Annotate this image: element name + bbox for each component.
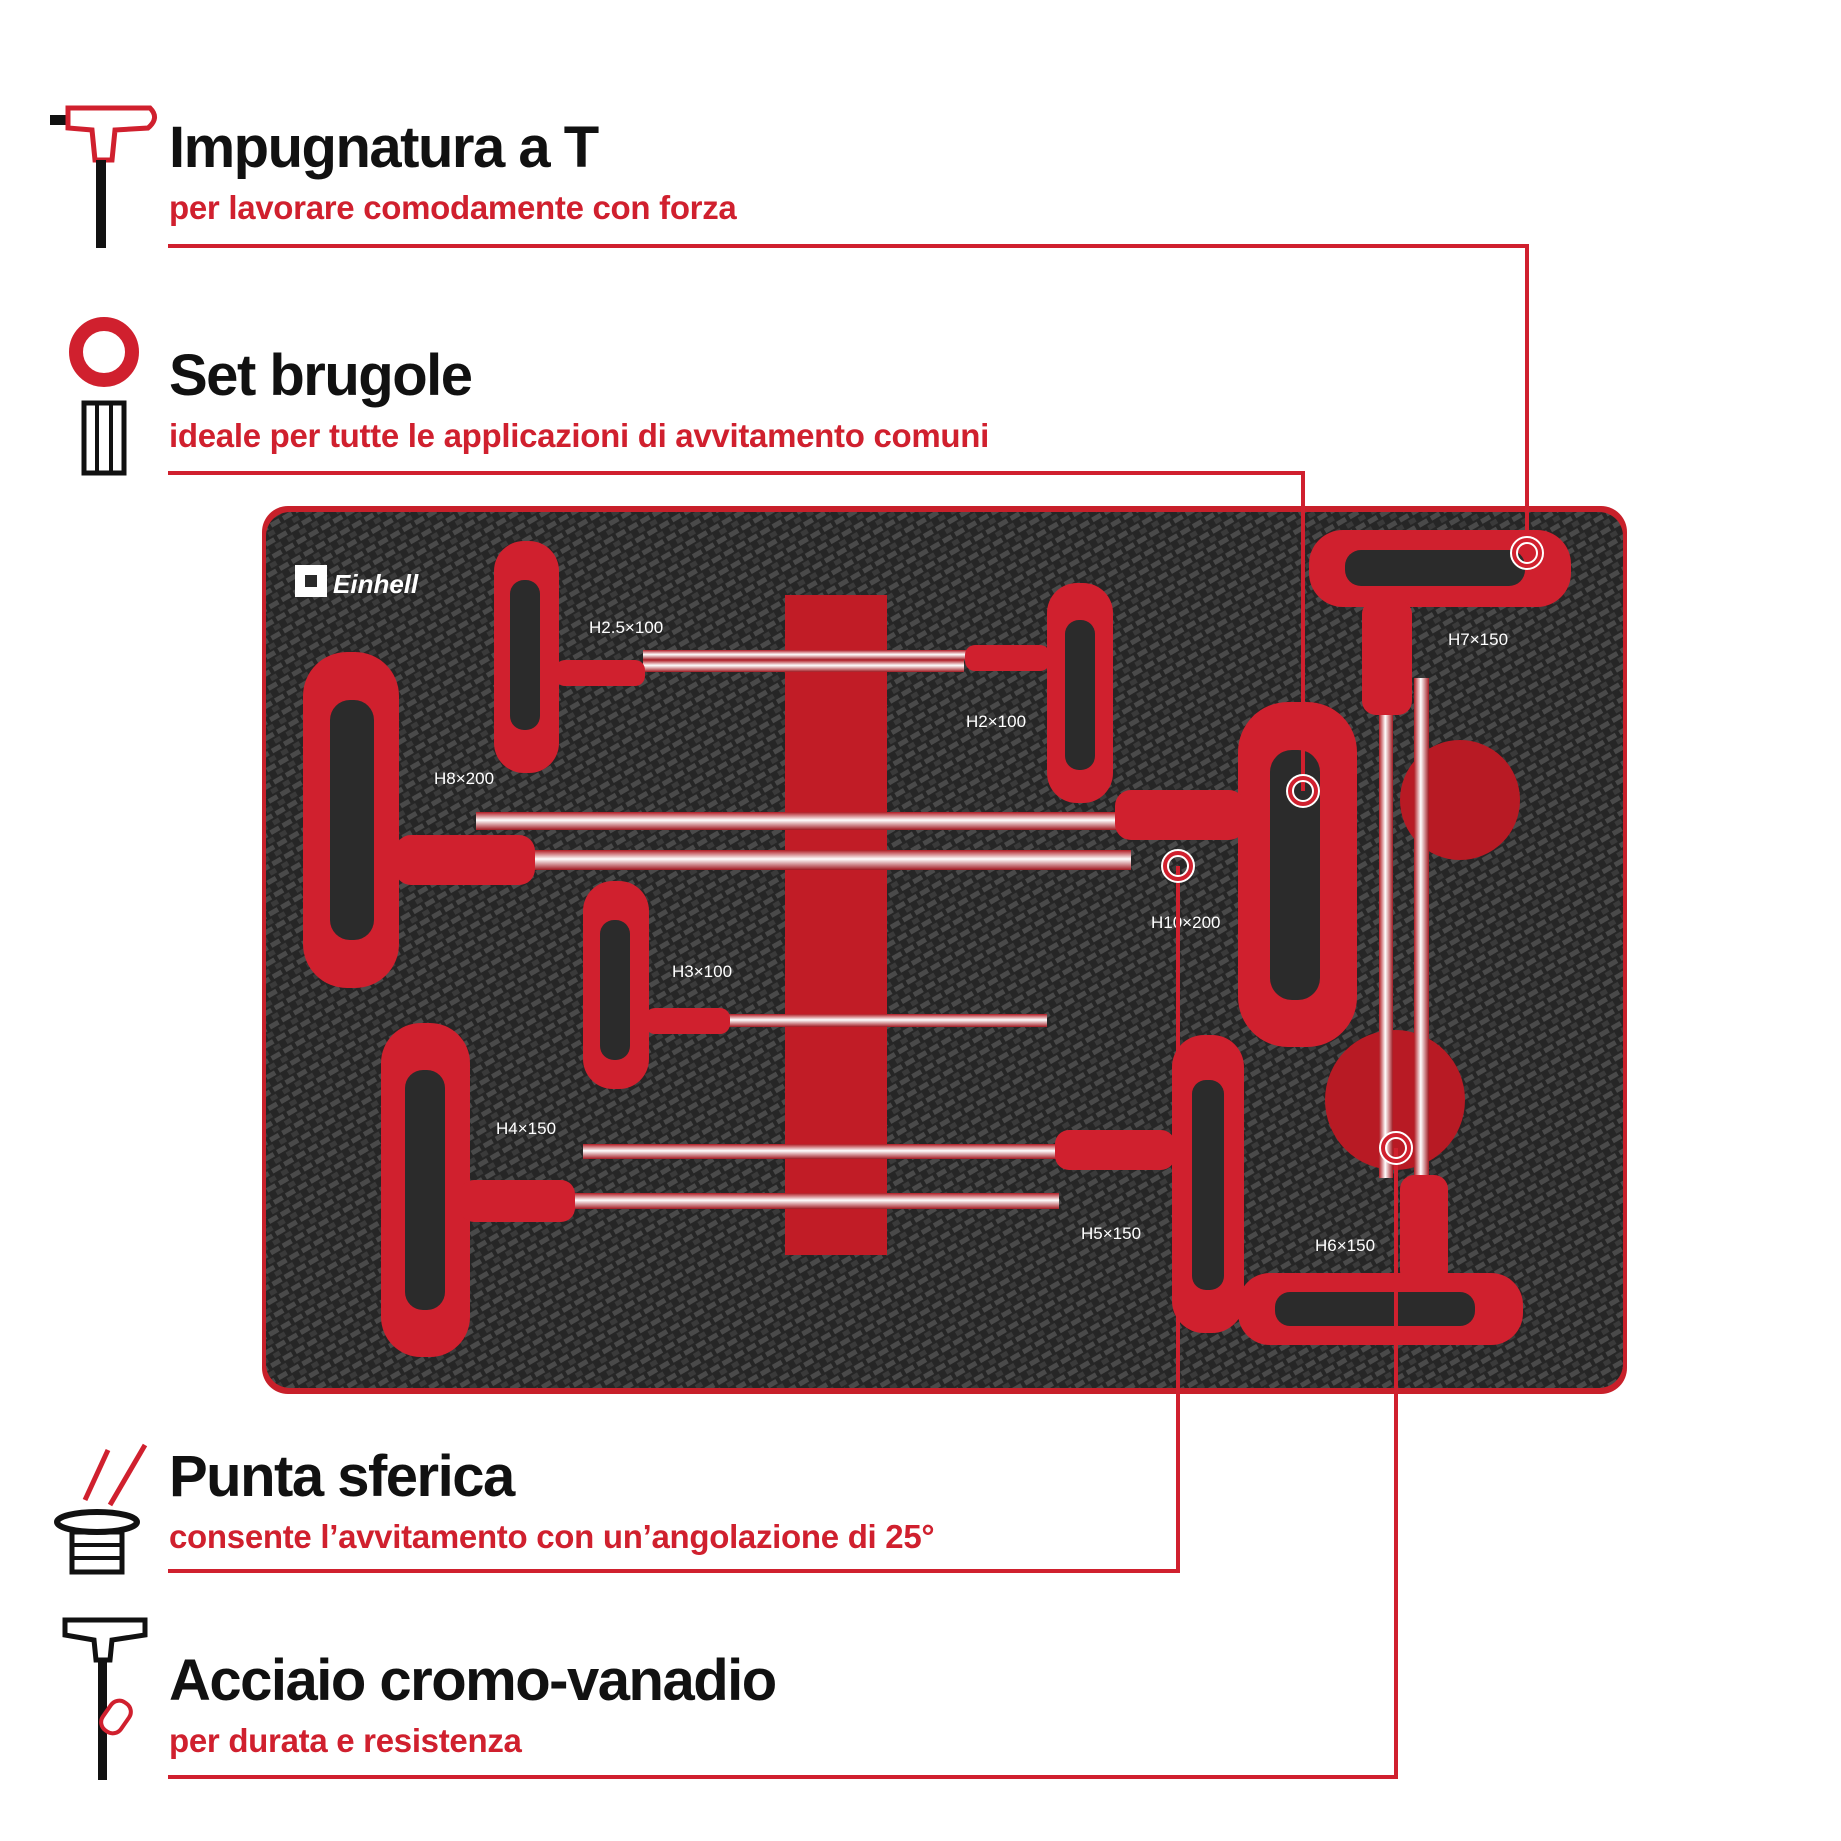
feature-subtitle: ideale per tutte le applicazioni di avvi… (169, 417, 989, 454)
shafts (476, 595, 1429, 1209)
feature-title: Acciaio cromo-vanadio (169, 1648, 777, 1713)
feature-title: Impugnatura a T (169, 115, 599, 180)
feature-t-handle: Impugnatura a T per lavorare comodamente… (169, 115, 737, 226)
tool-label: H7×150 (1448, 630, 1508, 649)
feature-ball-end: Punta sferica consente l’avvitamento con… (169, 1444, 935, 1555)
tool-size-labels: H2.5×100 H2×100 H8×200 H10×200 H3×100 H4… (434, 618, 1508, 1255)
tool-label: H2×100 (966, 712, 1026, 731)
feature-chrome-vanadium: Acciaio cromo-vanadio per durata e resis… (169, 1648, 777, 1759)
svg-text:Einhell: Einhell (333, 569, 419, 599)
t-handle-icon (50, 105, 157, 248)
tool-label: H2.5×100 (589, 618, 663, 637)
hex-key-set-icon (69, 317, 139, 476)
tool-label: H4×150 (496, 1119, 556, 1138)
tool-label: H3×100 (672, 962, 732, 981)
t-handles (303, 530, 1571, 1357)
feature-title: Punta sferica (169, 1444, 515, 1509)
callout-lines (168, 244, 1544, 1779)
feature-title: Set brugole (169, 343, 473, 408)
feature-subtitle: per durata e resistenza (169, 1722, 522, 1759)
feature-subtitle: consente l’avvitamento con un’angolazion… (169, 1518, 935, 1555)
tool-label: H8×200 (434, 769, 494, 788)
tool-label: H6×150 (1315, 1236, 1375, 1255)
tool-label: H5×150 (1081, 1224, 1141, 1243)
feature-hex-key-set: Set brugole ideale per tutte le applicaz… (169, 343, 989, 454)
einhell-logo: Einhell (295, 565, 419, 599)
tool-label: H10×200 (1151, 913, 1220, 932)
feature-subtitle: per lavorare comodamente con forza (169, 189, 737, 226)
chrome-vanadium-icon (62, 1617, 148, 1780)
ball-end-icon (54, 1443, 148, 1575)
